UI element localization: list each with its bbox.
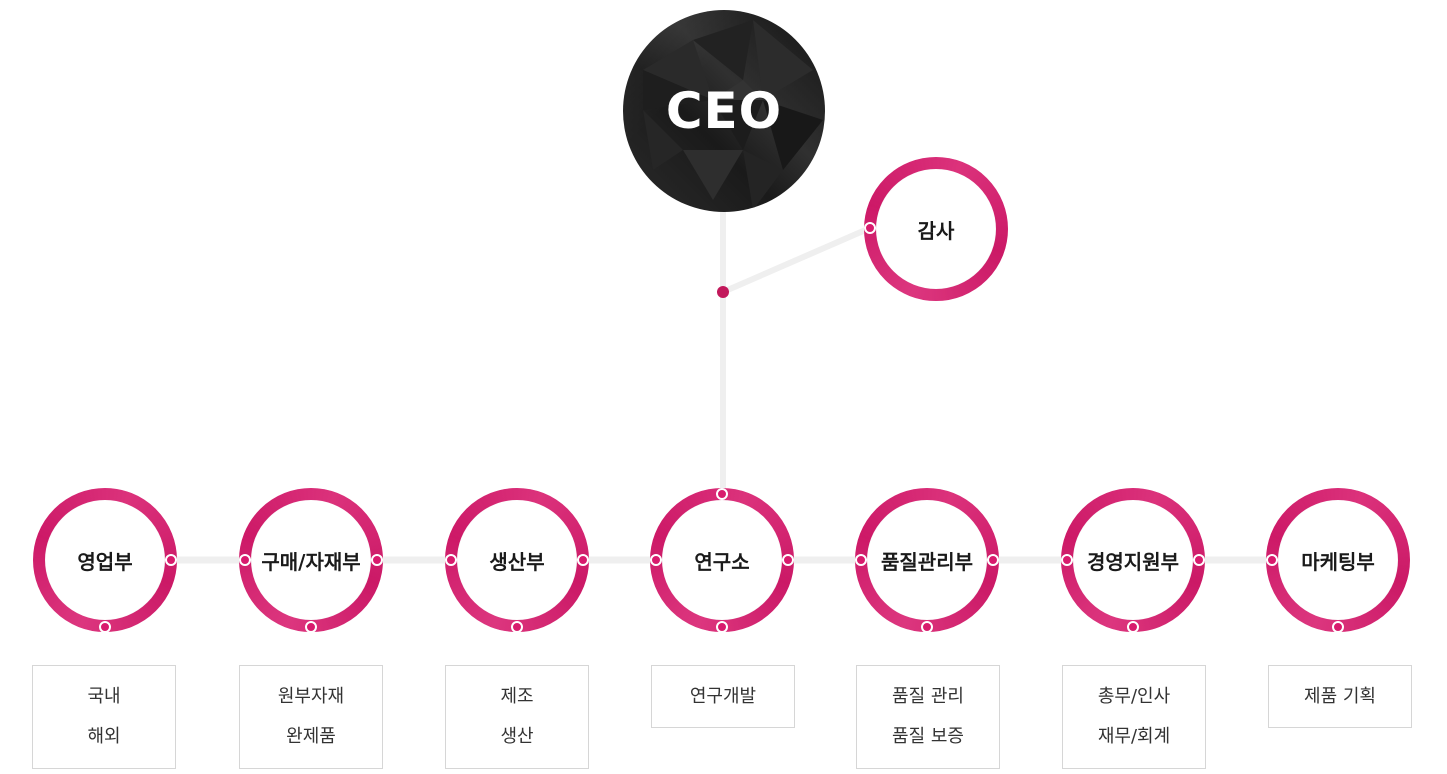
task-box-sales: 국내 해외: [32, 665, 176, 769]
task-box-management: 총무/인사 재무/회계: [1062, 665, 1206, 769]
connector-dot: [1193, 554, 1205, 566]
department-label: 품질관리부: [881, 549, 973, 574]
hub-to-audit-line: [721, 225, 872, 295]
task-item: 제품 기획: [1304, 685, 1376, 707]
task-item: 품질 보증: [892, 726, 964, 747]
connector-dot: [921, 621, 933, 633]
task-box-production: 제조 생산: [445, 665, 589, 769]
connector-dot: [239, 554, 251, 566]
connector-dot: [99, 621, 111, 633]
connector-dot: [371, 554, 383, 566]
task-item: 완제품: [286, 726, 336, 747]
connector-dot: [1127, 621, 1139, 633]
ceo-label: CEO: [665, 82, 783, 140]
ceo-facet-pattern: [643, 20, 823, 210]
audit-connector-dot: [864, 222, 876, 234]
task-item: 국내: [87, 686, 121, 707]
department-node-management: 경영지원부: [1061, 488, 1205, 632]
connector-dot: [511, 621, 523, 633]
task-item: 재무/회계: [1097, 726, 1171, 747]
audit-node: 감사: [864, 157, 1008, 301]
connector-dot: [1332, 621, 1344, 633]
department-node-quality: 품질관리부: [855, 488, 999, 632]
connector-dot: [305, 621, 317, 633]
task-box-quality: 품질 관리 품질 보증: [856, 665, 1000, 769]
connector-dot: [165, 554, 177, 566]
connector-dot: [716, 488, 728, 500]
department-label: 구매/자재부: [261, 549, 361, 574]
task-item: 해외: [87, 726, 121, 747]
connector-dot: [650, 554, 662, 566]
hub-dot: [717, 286, 729, 298]
department-node-production: 생산부: [445, 488, 589, 632]
department-label: 경영지원부: [1087, 549, 1179, 574]
department-node-marketing: 마케팅부: [1266, 488, 1410, 632]
connector-dot: [782, 554, 794, 566]
task-item: 생산: [500, 726, 534, 747]
audit-label: 감사: [917, 218, 955, 243]
task-item: 원부자재: [277, 686, 345, 707]
connector-dot: [577, 554, 589, 566]
task-item: 총무/인사: [1097, 686, 1171, 707]
task-box-research: 연구개발: [651, 665, 795, 728]
connector-dot: [1061, 554, 1073, 566]
department-node-research: 연구소: [650, 488, 794, 632]
department-node-purchasing: 구매/자재부: [239, 488, 383, 632]
connector-dot: [855, 554, 867, 566]
task-item: 제조: [500, 686, 534, 707]
ceo-node: CEO: [623, 10, 825, 212]
connector-dot: [1266, 554, 1278, 566]
department-label: 생산부: [489, 549, 545, 574]
department-label: 영업부: [77, 549, 133, 574]
connector-dot: [987, 554, 999, 566]
department-label: 마케팅부: [1301, 549, 1375, 574]
task-box-purchasing: 원부자재 완제품: [239, 665, 383, 769]
task-item: 품질 관리: [892, 686, 964, 707]
connector-dot: [716, 621, 728, 633]
task-item: 연구개발: [689, 685, 757, 707]
department-node-sales: 영업부: [33, 488, 177, 632]
connector-dot: [445, 554, 457, 566]
department-label: 연구소: [694, 549, 750, 574]
task-box-marketing: 제품 기획: [1268, 665, 1412, 728]
